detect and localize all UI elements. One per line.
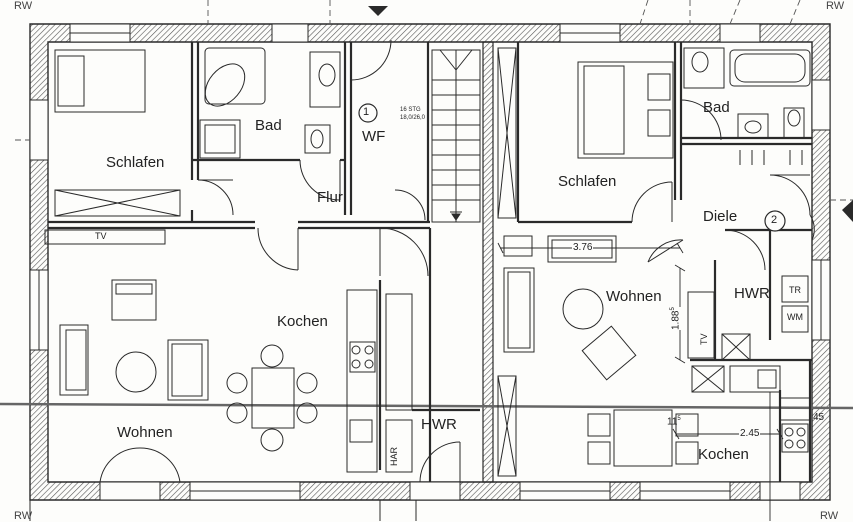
furniture-apt2 [497,47,811,477]
corner-mark-bottom-right: RW [820,510,839,522]
fixture-label-tv-1: TV [95,231,107,241]
room-label-hwr-2: HWR [734,285,770,302]
stair-note-steps: 16 STG [400,107,421,113]
section-arrow-right [842,200,853,222]
fixture-label-har: HAR [389,446,399,466]
bottom-marks [29,500,417,521]
apartment-number-2: 2 [771,214,778,226]
room-label-schlafen-2: Schlafen [558,173,617,190]
room-label-diele: Diele [703,208,738,225]
room-label-kochen-1: Kochen [277,313,328,330]
corner-mark-bottom-left: RW [14,510,33,522]
apt1-number-circle [358,103,378,123]
corner-mark-top-right: RW [826,0,845,12]
room-label-wf: WF [362,128,386,145]
room-label-flur: Flur [317,189,343,206]
walls-apt1 [48,42,480,482]
doors-apt2 [631,99,815,271]
furniture-apt1 [44,47,413,473]
dimension-3-76: 3.76 [572,242,594,253]
corner-mark-top-left: RW [14,0,33,12]
room-label-schlafen-1: Schlafen [106,154,165,171]
windows [29,23,831,501]
room-label-hwr-1: HWR [421,416,457,433]
section-arrow [368,6,388,16]
section-line [0,402,853,410]
room-label-bad-2: Bad [703,99,730,116]
party-wall [482,41,494,483]
apt2-number-circle [764,210,786,232]
room-label-wohnen-1: Wohnen [117,424,173,441]
dimension-2-45: 2.45 [739,428,761,439]
fixture-label-tr: TR [789,285,801,295]
dimension-1-88: 1.885 [670,307,682,330]
room-label-kochen-2: Kochen [698,446,749,463]
stair-note-size: 18,0/26,0 [400,115,426,121]
fixture-label-wm: WM [787,312,803,322]
roof-lines [15,0,853,201]
room-label-bad-1: Bad [255,117,282,134]
dimension-45: 45 [813,412,825,423]
fixture-label-tv-2: TV [699,333,709,345]
room-label-wohnen-2: Wohnen [606,288,662,305]
apartment-number-1: 1 [363,106,370,118]
doors-apt1 [99,39,461,483]
stair-apt1 [431,49,481,223]
dimension-11: 115 [667,416,681,428]
